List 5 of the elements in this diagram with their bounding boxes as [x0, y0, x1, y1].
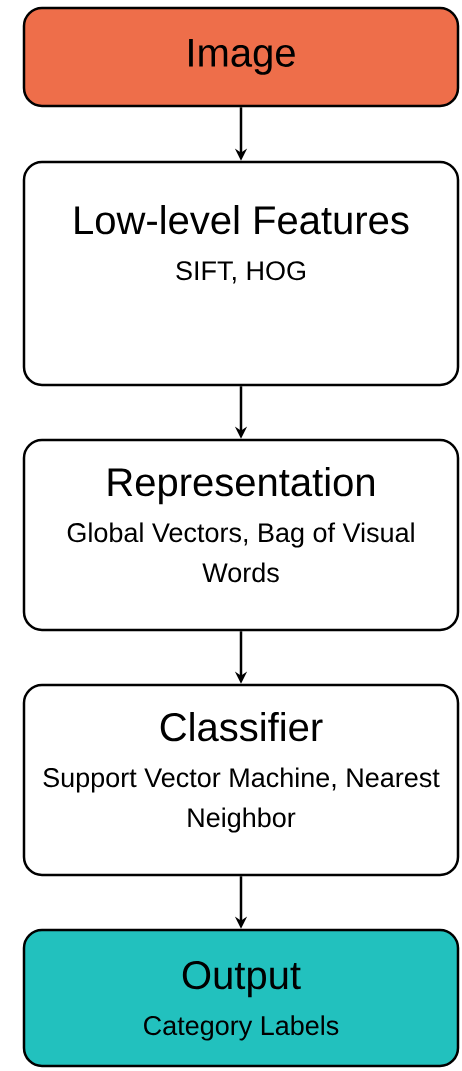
process-box: Classifier Support Vector Machine, Nearest Neighbor [22, 683, 460, 877]
process-box: Output Category Labels [22, 928, 460, 1068]
process-box: Low-level Features SIFT, HOG [22, 160, 460, 387]
process-box: Representation Global Vectors, Bag of Visual Words [22, 438, 460, 632]
process-box: Image [22, 6, 460, 108]
